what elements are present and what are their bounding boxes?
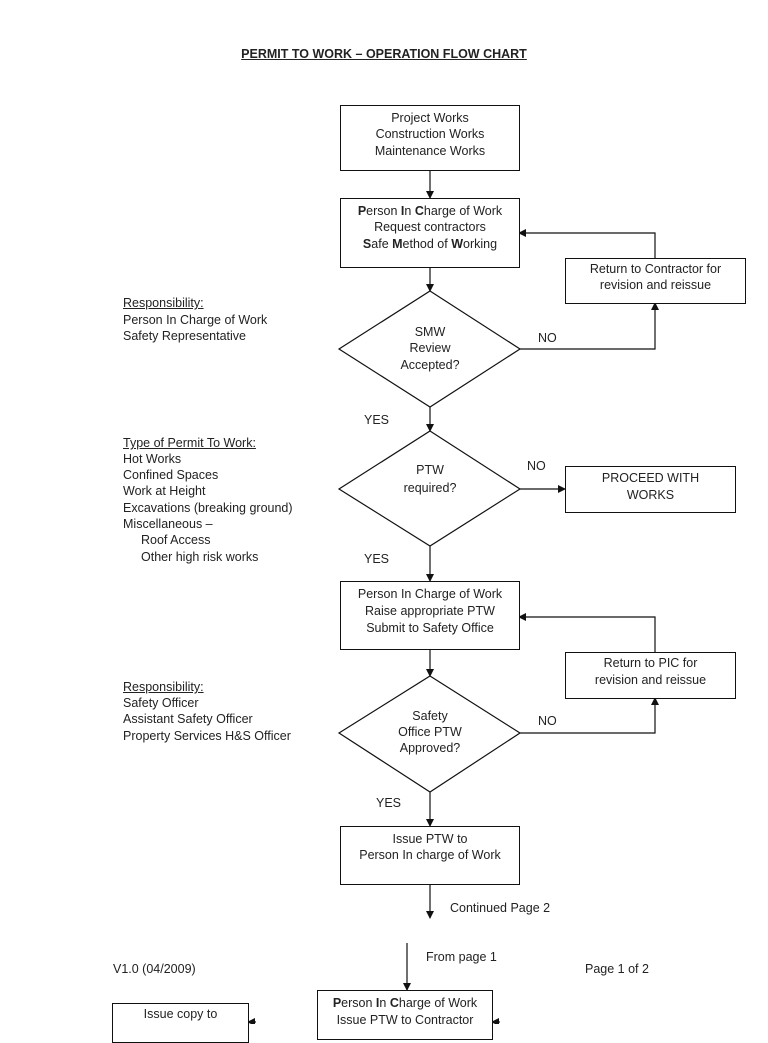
- footer-page-number: Page 1 of 2: [585, 962, 649, 976]
- arrow-safety-no: [520, 697, 659, 734]
- box-text: Return to PIC for: [603, 656, 698, 670]
- label-yes: YES: [364, 413, 390, 427]
- arrow-smw-no: [520, 302, 659, 350]
- note-item: Person In Charge of Work: [123, 313, 268, 327]
- note-item: Property Services H&S Officer: [123, 729, 291, 743]
- box-pic-request: Person In Charge of Work Request contrac…: [340, 198, 520, 268]
- box-text: Request contractors: [374, 220, 486, 234]
- note-heading: Type of Permit To Work:: [123, 436, 256, 450]
- label-continued: Continued Page 2: [450, 901, 551, 915]
- box-text: Return to Contractor for: [589, 262, 722, 276]
- arrow-return-contractor: [518, 229, 656, 258]
- decision-ptw-text: required?: [403, 481, 457, 495]
- decision-ptw-text: PTW: [416, 463, 444, 477]
- box-text: Issue copy to: [143, 1007, 218, 1021]
- note-heading: Responsibility:: [123, 296, 204, 310]
- box-text: Person In Charge of Work: [332, 996, 478, 1010]
- decision-safety-text: Safety: [412, 709, 448, 723]
- label-no: NO: [538, 331, 557, 345]
- box-issue-copy: Issue copy to: [112, 1003, 249, 1043]
- box-text: Raise appropriate PTW: [365, 604, 495, 618]
- arrow-return-pic: [518, 613, 656, 652]
- note-item: Work at Height: [123, 484, 206, 498]
- box-start: Project Works Construction Works Mainten…: [340, 105, 520, 171]
- page-title: PERMIT TO WORK – OPERATION FLOW CHART: [241, 47, 527, 61]
- box-text: Safe Method of Working: [362, 237, 498, 251]
- box-issue-ptw: Issue PTW to Person In charge of Work: [340, 826, 520, 885]
- box-return-contractor: Return to Contractor for revision and re…: [565, 258, 746, 304]
- box-text: Submit to Safety Office: [366, 621, 494, 635]
- note-item: Confined Spaces: [123, 468, 219, 482]
- note-heading: Responsibility:: [123, 680, 204, 694]
- box-pic-issue: Person In Charge of Work Issue PTW to Co…: [317, 990, 493, 1040]
- note-item: Assistant Safety Officer: [123, 712, 253, 726]
- box-text: Issue PTW to: [392, 832, 468, 846]
- box-pic-raise: Person In Charge of Work Raise appropria…: [340, 581, 520, 650]
- label-yes: YES: [376, 796, 402, 810]
- note-item: Safety Representative: [123, 329, 246, 343]
- box-text: revision and reissue: [599, 278, 712, 292]
- note-item: Miscellaneous –: [123, 517, 213, 531]
- box-text: Person In Charge of Work: [357, 204, 503, 218]
- box-text: revision and reissue: [594, 673, 707, 687]
- box-text: Project Works: [391, 111, 469, 125]
- box-text: PROCEED WITH: [601, 471, 700, 485]
- box-return-pic: Return to PIC for revision and reissue: [565, 652, 736, 699]
- label-no: NO: [538, 714, 557, 728]
- box-text: Maintenance Works: [374, 144, 486, 158]
- box-proceed: PROCEED WITH WORKS: [565, 466, 736, 513]
- label-no: NO: [527, 459, 546, 473]
- decision-smw-text: Review: [409, 341, 451, 355]
- note-item: Other high risk works: [141, 550, 259, 564]
- note-item: Excavations (breaking ground): [123, 501, 293, 515]
- box-text: Person In charge of Work: [359, 848, 501, 862]
- label-yes: YES: [364, 552, 390, 566]
- box-text: Construction Works: [375, 127, 485, 141]
- decision-smw-text: SMW: [414, 325, 446, 339]
- decision-safety-text: Approved?: [399, 741, 461, 755]
- box-text: WORKS: [626, 488, 675, 502]
- box-text: Issue PTW to Contractor: [336, 1013, 474, 1027]
- note-item: Safety Officer: [123, 696, 199, 710]
- note-item: Roof Access: [141, 533, 211, 547]
- note-item: Hot Works: [123, 452, 182, 466]
- label-from-page: From page 1: [426, 950, 497, 964]
- decision-safety-text: Office PTW: [398, 725, 462, 739]
- decision-smw-text: Accepted?: [400, 358, 460, 372]
- footer-version: V1.0 (04/2009): [113, 962, 196, 976]
- box-text: Person In Charge of Work: [357, 587, 503, 601]
